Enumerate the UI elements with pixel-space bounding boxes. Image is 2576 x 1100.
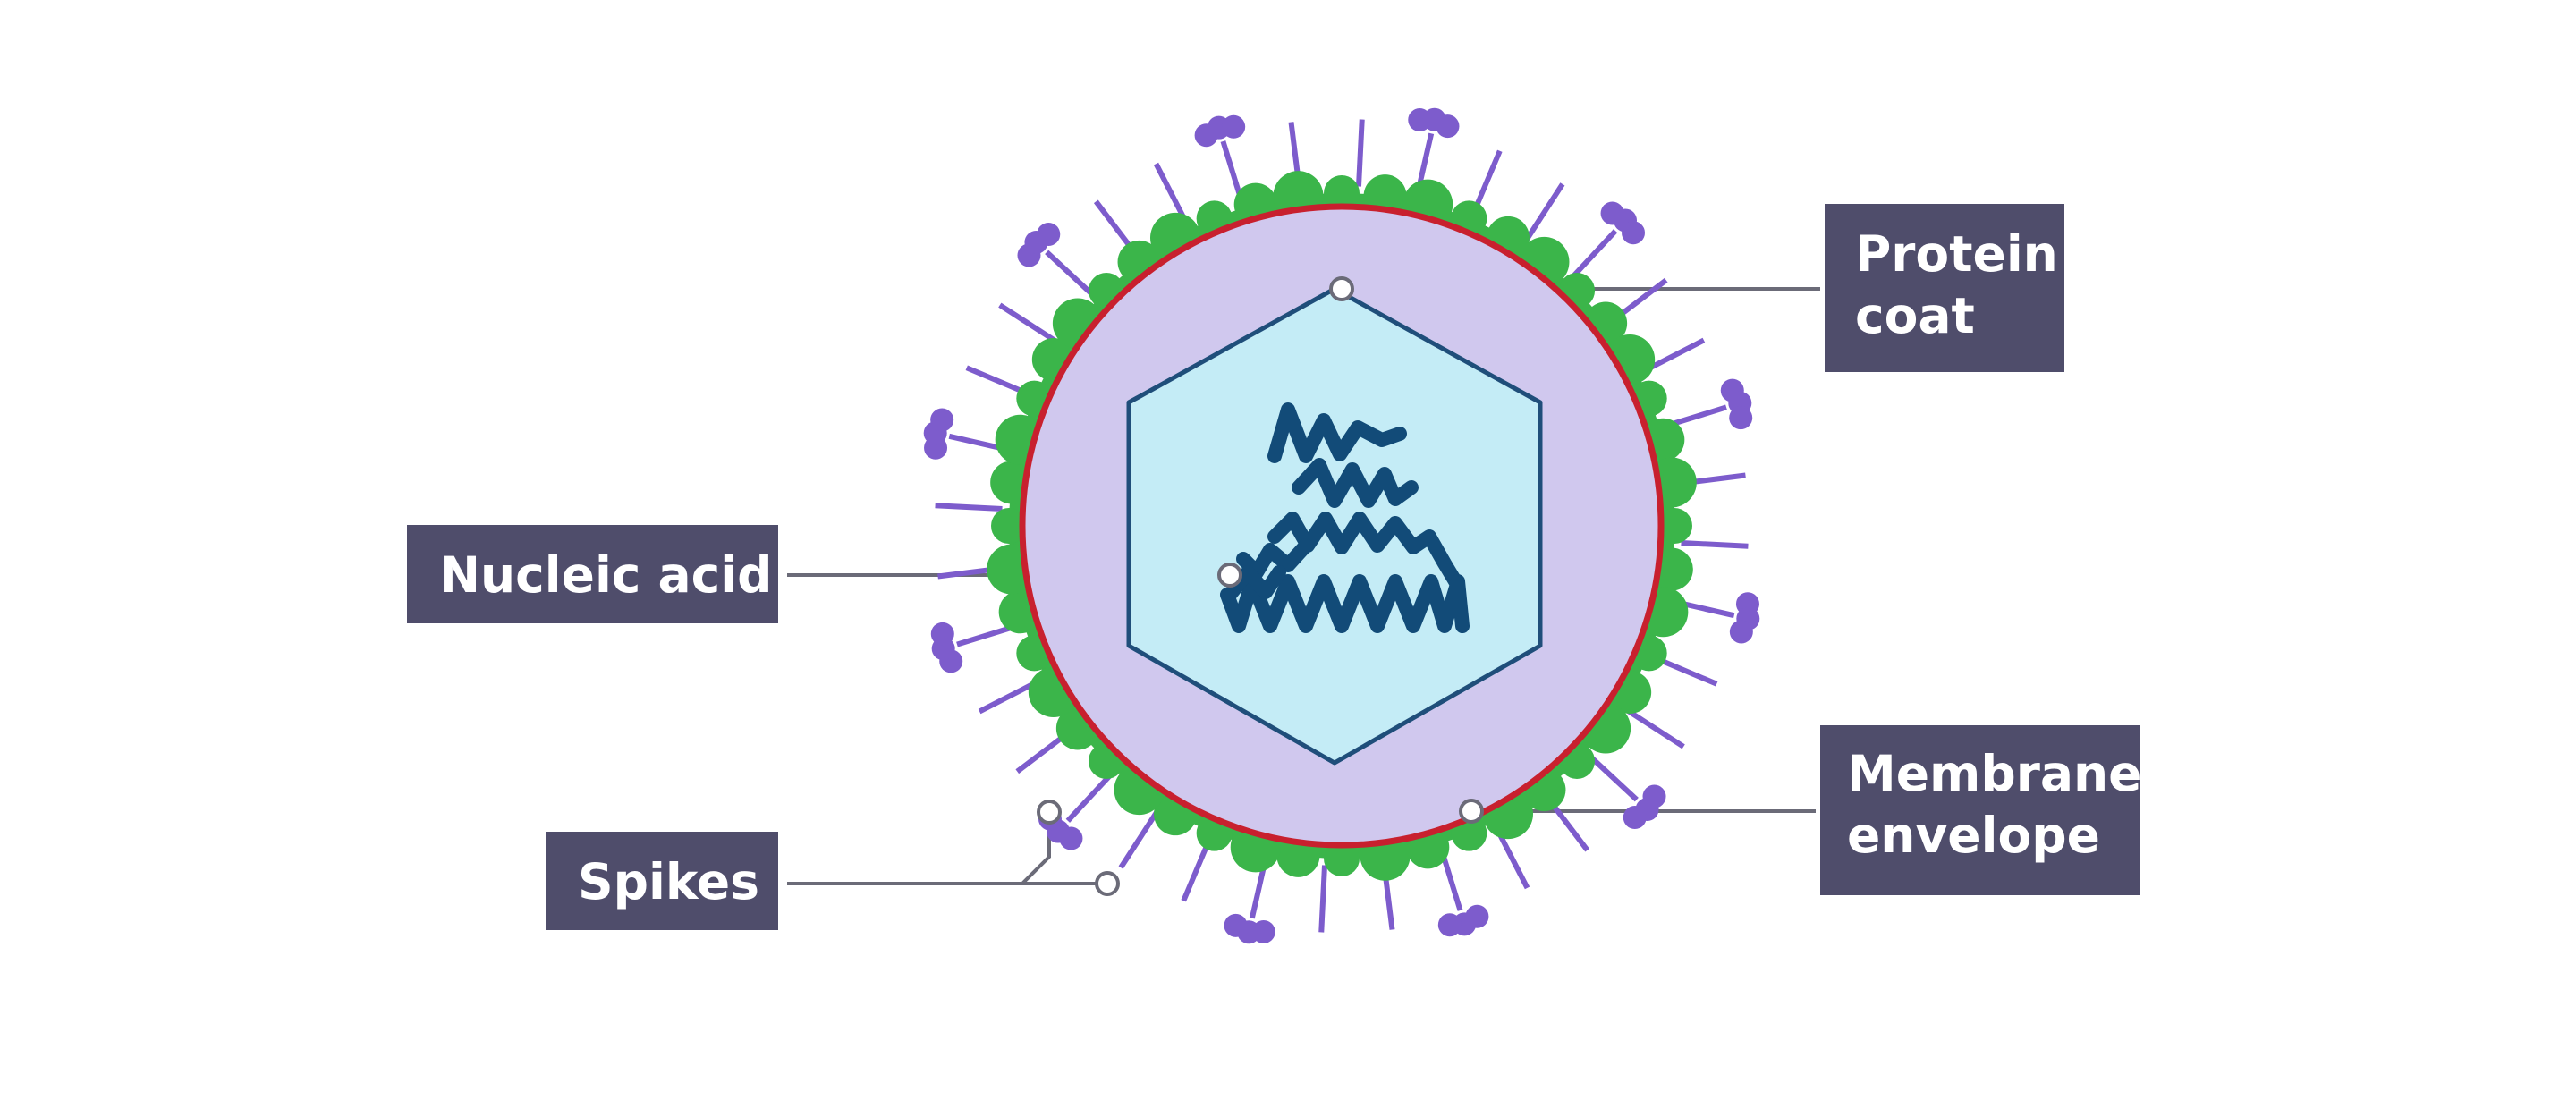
spike-stalk — [965, 365, 1030, 397]
spike-stalk — [956, 623, 1018, 647]
label-spikes-text: Spikes — [578, 853, 759, 910]
spike-knob — [1037, 222, 1061, 246]
spike-knob — [1224, 913, 1248, 937]
spike-stalk — [1439, 850, 1463, 911]
label-nucleic-acid: Nucleic acid — [407, 525, 778, 623]
dot-spikes-1 — [1037, 800, 1062, 825]
envelope-bump — [1324, 175, 1360, 211]
spike-stalk — [1571, 229, 1618, 279]
spike-stalk — [935, 503, 1003, 512]
label-protein-coat-line2: coat — [1855, 286, 1975, 344]
label-membrane-envelope-line1: Membrane — [1847, 745, 2142, 802]
spike-stalk — [1589, 755, 1639, 802]
spike-stalk — [1181, 837, 1213, 902]
spike-stalk — [1318, 865, 1328, 933]
spike-knob — [1436, 114, 1460, 139]
spike-knob — [1623, 806, 1647, 830]
spike-stalk — [978, 678, 1041, 715]
label-membrane-envelope-line2: envelope — [1847, 806, 2100, 864]
label-membrane-envelope: Membrane envelope — [1820, 725, 2142, 895]
spike-knob — [1437, 913, 1462, 937]
dot-spikes-2 — [1095, 871, 1120, 896]
spike-stalk — [1153, 162, 1190, 225]
spike-knob — [930, 622, 954, 646]
spike-stalk — [1045, 250, 1095, 297]
spike-stalk — [998, 302, 1058, 344]
label-nucleic-acid-text: Nucleic acid — [439, 546, 773, 604]
spike-stalk — [1494, 826, 1530, 890]
envelope-bump — [1657, 508, 1692, 544]
dot-protein-coat — [1329, 276, 1354, 301]
dot-nucleic-acid — [1217, 563, 1242, 588]
spike-stalk — [1681, 539, 1749, 549]
spike-knob — [1622, 221, 1646, 245]
label-protein-coat-line1: Protein — [1855, 225, 2058, 283]
spike-knob — [1729, 620, 1753, 644]
spike-knob — [1729, 406, 1753, 430]
label-protein-coat: Protein coat — [1825, 204, 2064, 372]
spike-stalk — [1470, 149, 1503, 215]
spike-stalk — [1523, 182, 1565, 242]
nucleic-acid-strand — [1220, 402, 1470, 633]
spike-stalk — [1653, 655, 1718, 687]
label-spikes: Spikes — [546, 832, 778, 930]
spike-stalk — [1355, 119, 1365, 187]
spike-stalk — [1065, 773, 1113, 823]
spike-stalk — [1625, 707, 1685, 749]
spikes-group — [923, 107, 1760, 944]
spike-stalk — [1220, 140, 1244, 202]
dot-membrane-envelope — [1459, 799, 1484, 824]
spike-knob — [930, 408, 954, 432]
envelope-bump — [1324, 841, 1360, 876]
spike-stalk — [1665, 404, 1727, 428]
spike-stalk — [1642, 337, 1706, 374]
spike-knob — [1222, 114, 1246, 139]
envelope-bump — [991, 508, 1027, 544]
spike-stalk — [1118, 809, 1160, 869]
leader-dots — [1037, 276, 1484, 896]
membrane-envelope-ring — [1019, 203, 1665, 849]
